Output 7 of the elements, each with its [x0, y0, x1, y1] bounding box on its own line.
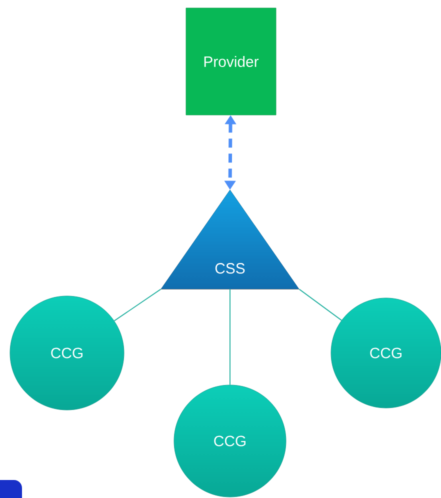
circle-node: CCG [330, 298, 441, 408]
connector [298, 288, 342, 321]
circle-node: CCG [10, 296, 124, 410]
connector [114, 288, 162, 322]
triangle-node: CSS [160, 190, 300, 290]
circle-node: CCG [174, 384, 286, 498]
process-box: Provider [186, 8, 276, 116]
